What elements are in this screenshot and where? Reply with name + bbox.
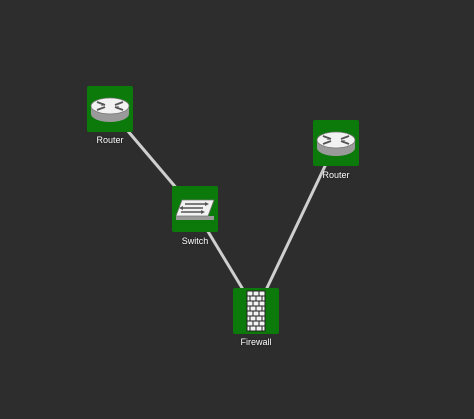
- router-icon: [90, 97, 130, 122]
- node-label-firewall1: Firewall: [240, 337, 272, 347]
- switch-icon: [175, 199, 215, 220]
- router-icon: [316, 131, 356, 156]
- node-router2[interactable]: [313, 120, 359, 166]
- node-switch1[interactable]: [172, 186, 218, 232]
- firewall-icon: [246, 290, 266, 332]
- node-firewall1[interactable]: [233, 288, 279, 334]
- node-label-switch1: Switch: [181, 236, 209, 246]
- link-firewall1-router2: [254, 142, 338, 312]
- node-label-router1: Router: [96, 135, 124, 145]
- node-router1[interactable]: [87, 86, 133, 132]
- node-label-router2: Router: [322, 170, 350, 180]
